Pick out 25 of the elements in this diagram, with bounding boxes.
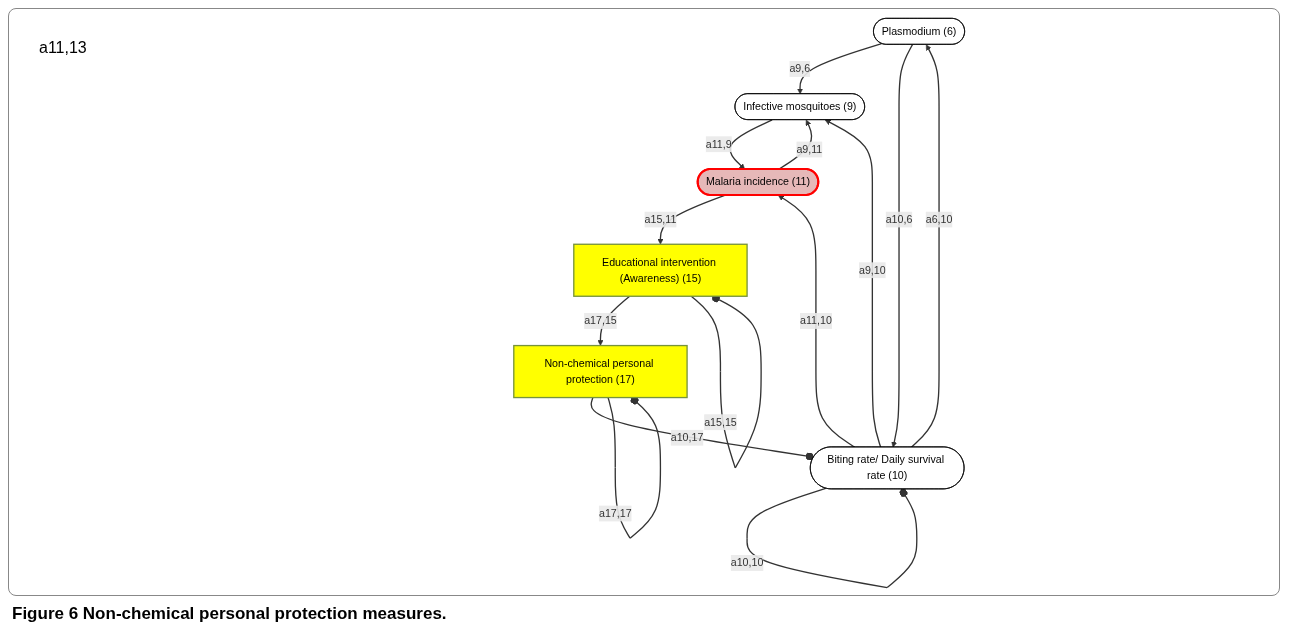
arrow <box>824 119 882 448</box>
edge-label: a9,10 <box>858 264 886 276</box>
arrow <box>891 44 913 448</box>
edge-label: a9,11 <box>796 143 823 155</box>
figure-caption: Figure 6 Non-chemical personal protection measures. <box>12 604 447 624</box>
edge-label: a6,10 <box>925 213 953 225</box>
edge-label: a11,10 <box>799 314 832 327</box>
edge-label: a10,10 <box>730 556 764 569</box>
node-box: Educational intervention (Awareness) (15) <box>572 243 748 297</box>
arrow <box>777 195 856 448</box>
arrow <box>910 44 940 448</box>
edge-label: a9,6 <box>789 62 810 75</box>
edge-label: a15,15 <box>703 416 737 428</box>
arrow <box>796 42 883 95</box>
edge-label: a17,15 <box>583 314 617 327</box>
edge-label: a11,9 <box>705 138 732 150</box>
coefficient-label: a11,13 <box>39 39 87 57</box>
edge-label: a10,6 <box>885 213 913 225</box>
connector <box>746 487 918 589</box>
arrow <box>729 119 773 170</box>
edge-label: a17,17 <box>598 507 632 519</box>
edge-label: a10,17 <box>670 431 704 444</box>
edge-label: a15,11 <box>644 213 677 225</box>
node-box: Non-chemical personal protection (17) <box>512 344 688 399</box>
connector <box>590 396 815 461</box>
